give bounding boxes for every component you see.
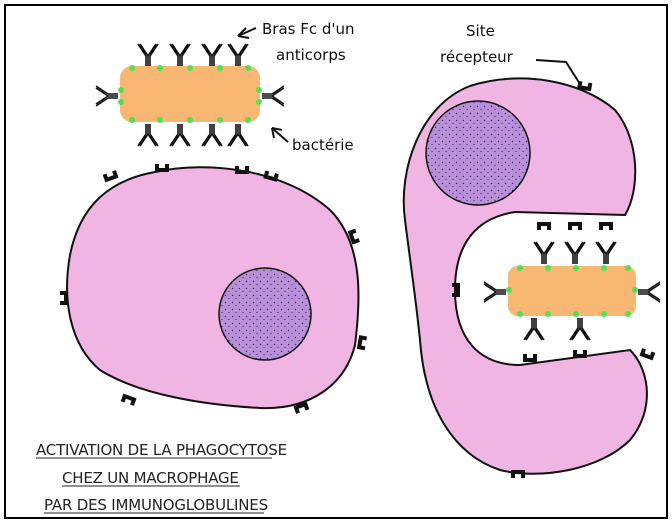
label-fc-arm-line1: Bras Fc d'un xyxy=(262,20,355,38)
label-fc-arm-line2: anticorps xyxy=(276,46,346,64)
left-nucleus xyxy=(219,268,311,360)
bacterium-engulfed xyxy=(484,242,660,340)
bacterium-top xyxy=(96,44,284,146)
label-site-line1: Site xyxy=(466,22,495,40)
label-site-line2: récepteur xyxy=(440,48,514,66)
caption-line1: ACTIVATION DE LA PHAGOCYTOSE xyxy=(36,441,287,459)
left-macrophage-cell xyxy=(67,167,358,408)
label-bacteria: bactérie xyxy=(292,136,354,154)
caption-line2: CHEZ UN MACROPHAGE xyxy=(62,469,239,487)
caption-line3: PAR DES IMMUNOGLOBULINES xyxy=(44,496,268,514)
right-nucleus xyxy=(426,101,530,205)
